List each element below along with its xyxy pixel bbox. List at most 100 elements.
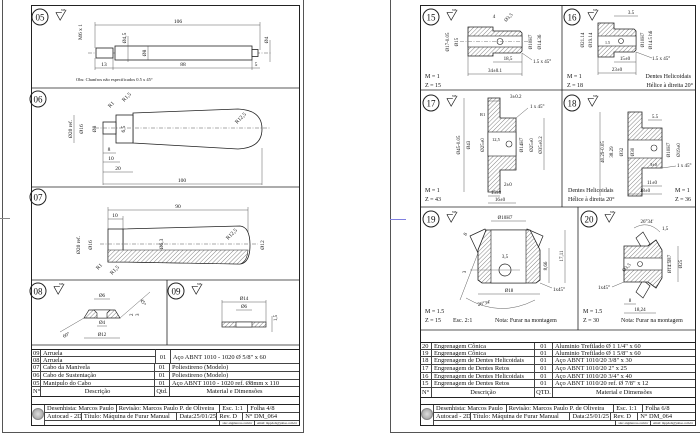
dimension-label: Poliestireno (Modelo)	[172, 372, 229, 379]
dimension-label: Autocad - 2D	[47, 413, 82, 420]
part-note: Obs: Chanfros não especificados 0.5 x 45…	[76, 77, 153, 82]
dimension-label: N° DM_064	[640, 413, 673, 420]
dimension-label: 17	[420, 365, 432, 372]
dimension-label: 23±0	[612, 68, 623, 73]
dimension-label: Material e Dimensões	[206, 388, 263, 396]
part-19-drawing: 19 N8 Ø10H7 8 3,5 3 8,66 17,11 Ø18 1x45°…	[422, 210, 566, 324]
finish-label: N8	[452, 8, 457, 12]
dimension-label: Engrenagem de Dentes Helicoidais	[432, 372, 535, 380]
gear-note: Hélice à direita 20°	[568, 196, 615, 203]
dimension-label: M6 x 1	[78, 24, 84, 40]
dimension-label: Folha 4/8	[250, 405, 275, 412]
dimension-label: R1	[107, 100, 116, 109]
dimension-label: Ø15	[455, 37, 460, 46]
dimension-label: 8	[629, 299, 632, 304]
dimension-label: 18±0	[640, 189, 651, 194]
dimension-label: Ø12	[98, 333, 107, 338]
dimension-label: R1,5	[109, 265, 121, 277]
dimension-label: 100	[178, 178, 187, 184]
gear-note: Dentes Helicoidais	[568, 188, 614, 194]
dimension-label: 15	[420, 380, 432, 388]
teeth-count: Z = 36	[675, 197, 691, 203]
dimension-label: Ø25	[679, 259, 684, 268]
dimension-label: Arruela	[43, 350, 63, 356]
dimension-label: 18,5	[504, 57, 513, 62]
left-drawing-frame	[31, 5, 300, 426]
dimension-label: 34±0.1	[488, 69, 502, 74]
dimension-label: 15±0	[620, 57, 631, 62]
teeth-count: Z = 15	[425, 83, 441, 89]
teeth-count: Z = 30	[583, 318, 599, 324]
dimension-label: N°	[33, 387, 41, 397]
dimension-label: 05	[33, 379, 41, 387]
part-09-drawing: 09 N8 Ø14 Ø6 1,5	[167, 282, 279, 332]
dimension-label: 13	[101, 62, 107, 68]
part-number: 20	[585, 215, 595, 225]
part-17-drawing: 17 N8 3±0.2 1 x 45° R1 Ø45-0.05 Ø43 Ø25±…	[422, 94, 545, 204]
dimension-label: Esc. 1:1	[220, 405, 249, 412]
dimension-label: Ø3,5	[622, 263, 633, 274]
dimension-label: Ø10H7	[641, 32, 646, 47]
dimension-label: Ø17-0.05	[446, 32, 451, 52]
module: M = 1	[425, 188, 440, 194]
dimension-label: R1	[480, 112, 485, 117]
dimension-label: 3±0	[650, 162, 658, 167]
part-number: 08	[34, 287, 44, 297]
dimension-label: N°	[420, 388, 432, 398]
dimension-label: 01	[155, 379, 170, 387]
dimension-label: 3	[136, 313, 141, 316]
dimension-label: 106	[174, 19, 183, 25]
dimension-label: Engrenagem de Dentes Retos	[432, 365, 535, 372]
part-06-drawing: 06 R1 R1,5 R12,5 Ø20 ref. Ø16 Ø8 6,5 8 1…	[29, 90, 270, 185]
dimension-label: 16	[420, 372, 432, 380]
dimension-label: Aço ABNT 1010/20 3/8" x 30	[555, 357, 632, 365]
dimension-label: Ø4	[99, 321, 106, 326]
dimension-label: 15±0	[491, 191, 502, 196]
finish-label: N8	[61, 8, 66, 12]
dimension-label: 3±0.2	[510, 95, 522, 100]
dimension-label: Autocad - 2D	[436, 413, 471, 420]
dimension-label: 1.5 x 45°	[652, 57, 670, 62]
dimension-label: 12,5	[492, 137, 501, 143]
dimension-label: 20	[420, 343, 432, 349]
dimension-label: 09	[33, 350, 41, 356]
dimension-label: 16±0	[495, 198, 506, 203]
left-sheet	[2, 0, 304, 433]
dimension-label: Ø4	[264, 36, 270, 43]
dimension-label: Ø6,3	[159, 238, 165, 249]
dimension-label: Manipulo do Cabo	[41, 379, 155, 387]
dimension-label: Aço ABNT 1010 - 1020 ref. Ø8mm x 110	[172, 379, 280, 387]
dimension-label: QTD.	[535, 388, 553, 398]
teeth-count: Z = 43	[425, 197, 441, 203]
dimension-label: Ø8	[142, 49, 148, 56]
dimension-label: 3	[463, 270, 468, 273]
part-08-drawing: 08 N8 Ø6 Ø4 Ø12 45° 60° 2 3	[29, 282, 151, 340]
dimension-label: 8,66	[544, 261, 549, 270]
dimension-label: 07	[33, 364, 41, 372]
dimension-label: 17,11	[560, 250, 565, 262]
dimension-label: 01	[535, 357, 553, 365]
part-number: 09	[172, 287, 182, 297]
module: M = 1.5	[583, 309, 602, 315]
gear-note: Dentes Helicoidais	[646, 74, 692, 80]
finish-label: N8	[610, 210, 615, 214]
dimension-label: 20	[115, 166, 121, 172]
dimension-label: Ø32	[620, 147, 625, 156]
dimension-label: 10	[108, 156, 114, 162]
dimension-label: 1 x 45°	[677, 164, 692, 169]
dimension-label: 11±0	[647, 181, 658, 186]
dimension-label: Engrenagem de Dentes Helicoidais	[432, 357, 535, 365]
dimension-label: 01	[535, 380, 553, 388]
dimension-label: 1x45°	[553, 288, 565, 293]
dimension-label: Ø3,5	[504, 13, 515, 24]
part-number: 06	[34, 95, 44, 105]
finish-label: N8	[59, 282, 64, 286]
